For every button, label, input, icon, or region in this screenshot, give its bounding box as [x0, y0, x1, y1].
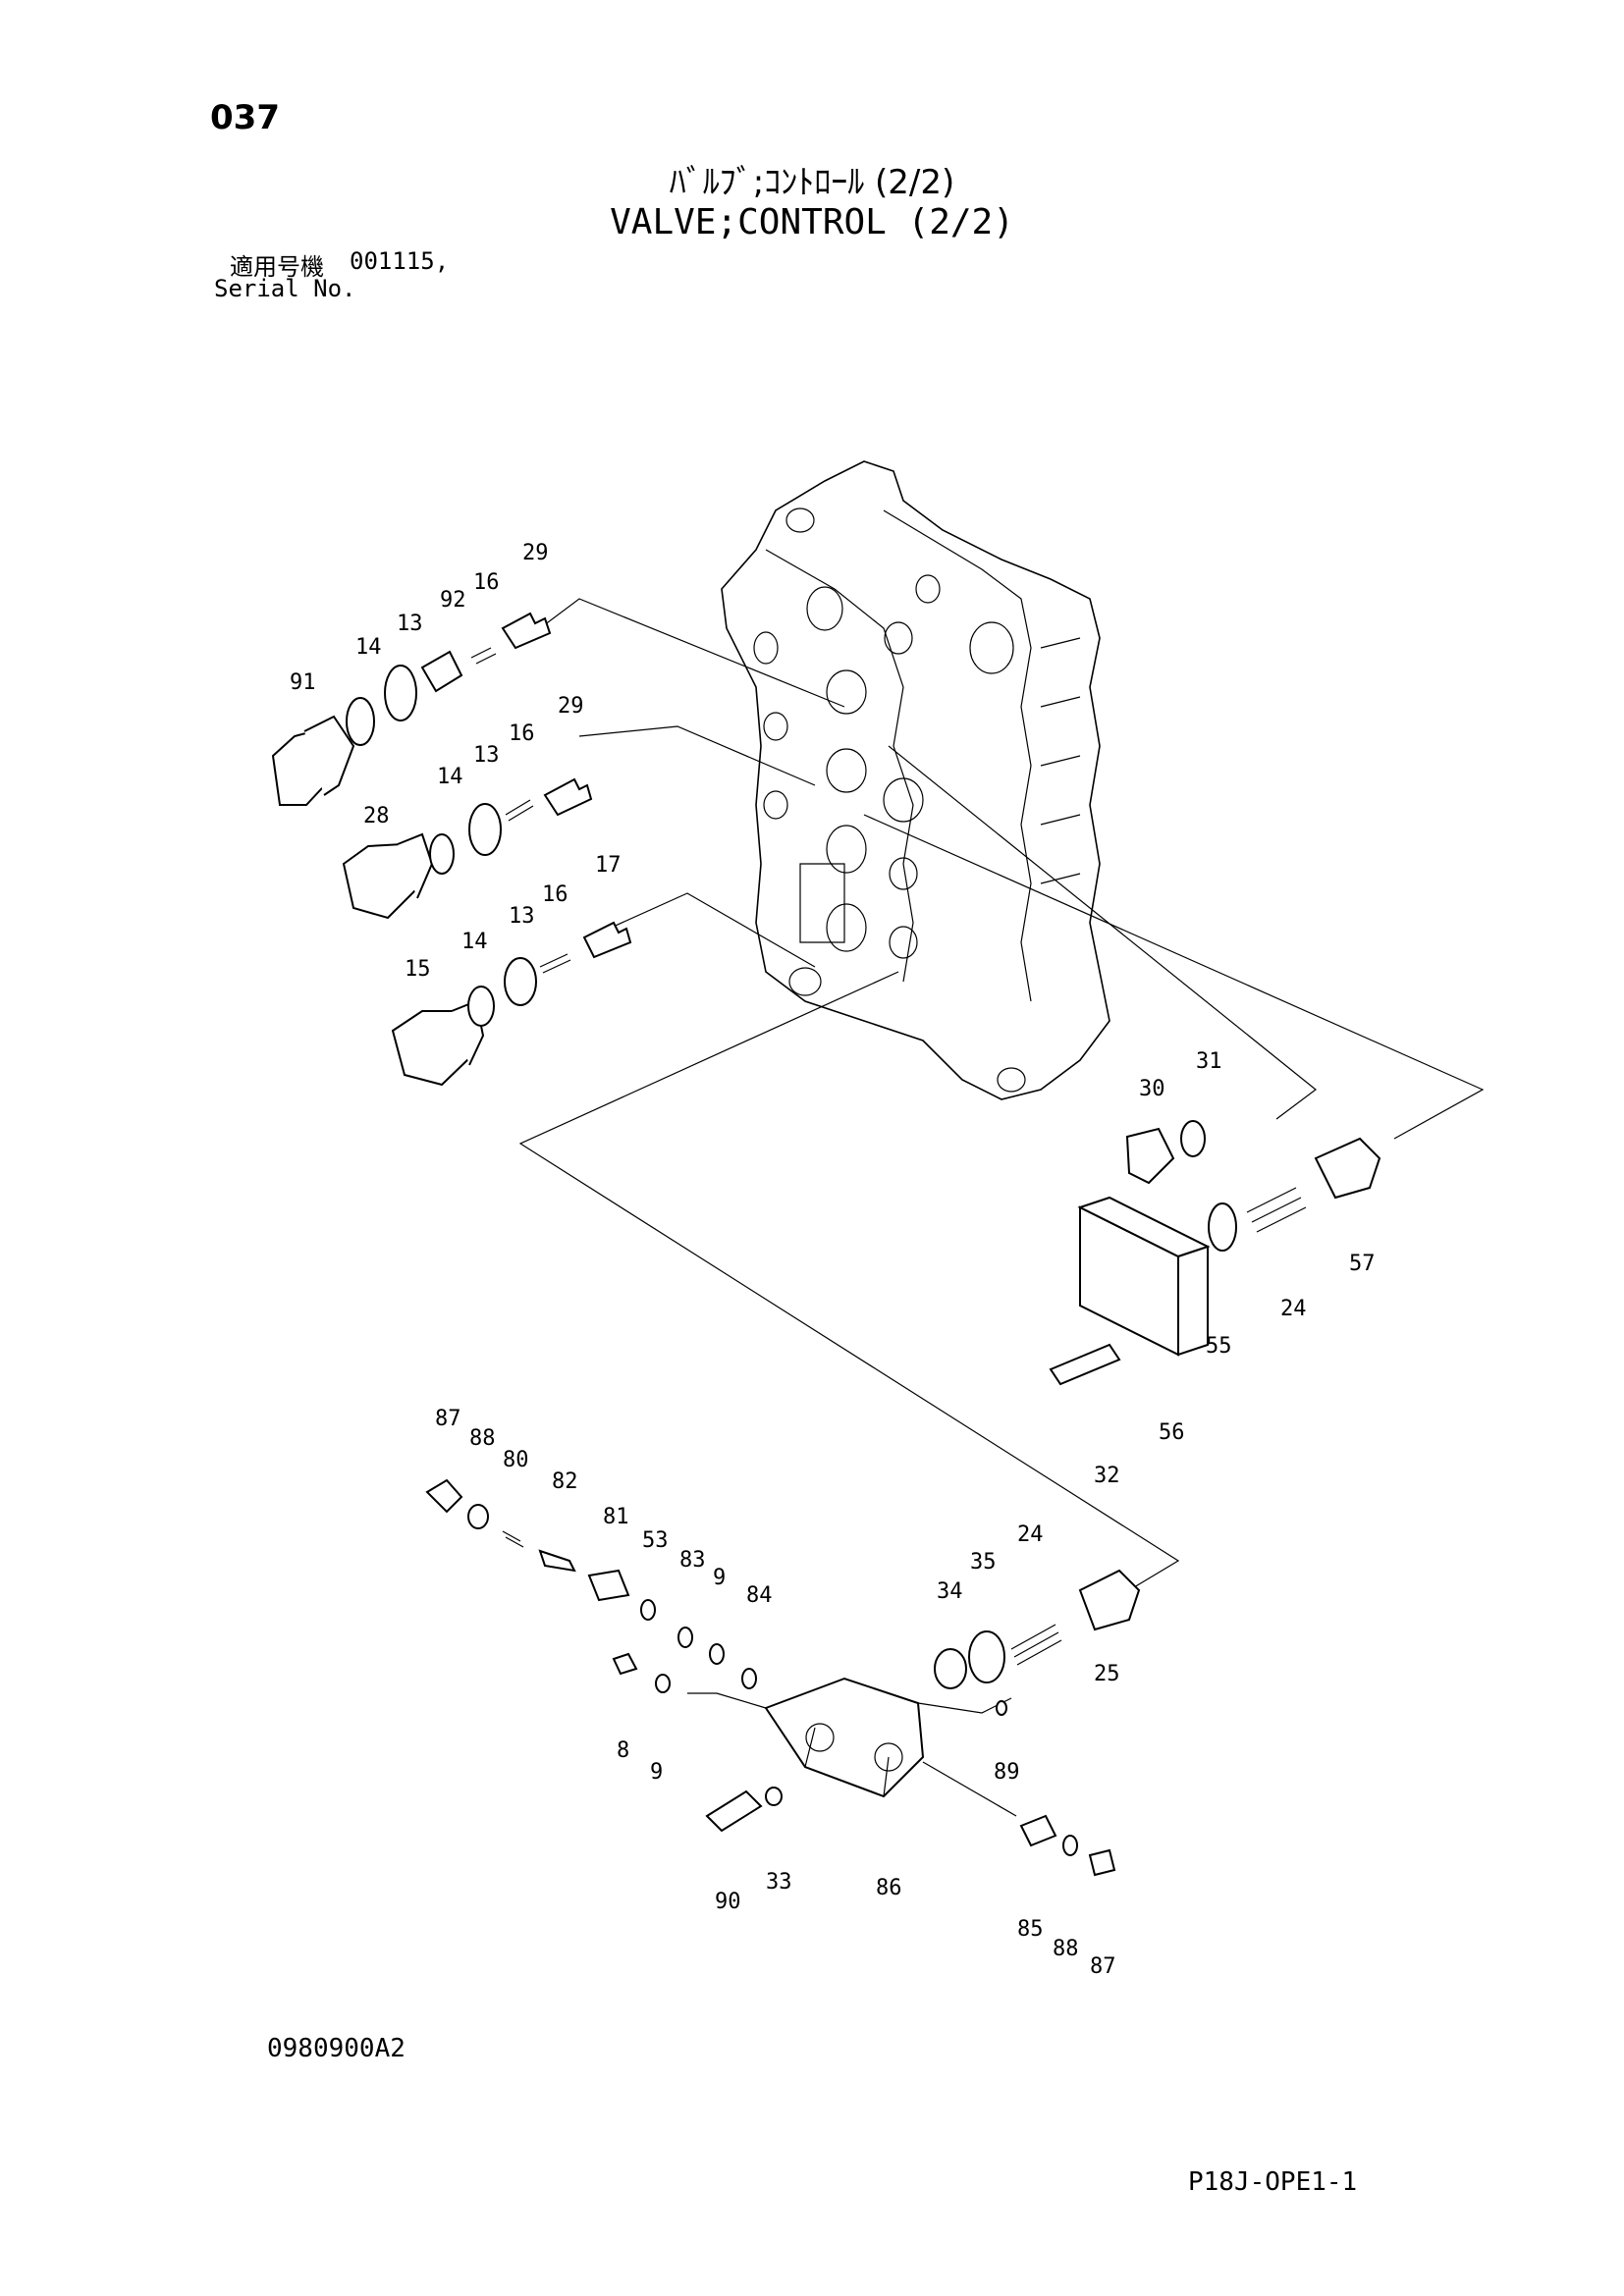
callout-81: 81	[603, 1505, 629, 1529]
callout-29: 29	[558, 694, 584, 719]
callout-16: 16	[542, 882, 568, 907]
serial-label-japanese: 適用号機	[230, 253, 324, 281]
callout-88: 88	[469, 1426, 496, 1451]
serial-label-english: Serial No.	[214, 275, 356, 302]
callout-90: 90	[715, 1890, 741, 1914]
callout-34: 34	[937, 1579, 963, 1604]
callout-86: 86	[876, 1876, 902, 1900]
callout-83: 83	[679, 1548, 706, 1573]
callout-56: 56	[1159, 1420, 1185, 1445]
page-number: 037	[210, 98, 280, 137]
callout-89: 89	[994, 1760, 1020, 1785]
callout-9: 9	[650, 1760, 663, 1785]
title-japanese: ﾊﾞﾙﾌﾞ;ｺﾝﾄﾛｰﾙ (2/2)	[669, 163, 955, 202]
callout-88: 88	[1053, 1937, 1079, 1961]
callout-13: 13	[397, 612, 423, 636]
drawing-code: 0980900A2	[267, 2034, 406, 2063]
callout-91: 91	[290, 670, 316, 695]
callout-17: 17	[595, 853, 622, 878]
callout-16: 16	[473, 570, 500, 595]
callout-24: 24	[1017, 1522, 1044, 1547]
callout-14: 14	[461, 930, 488, 954]
callout-24: 24	[1280, 1297, 1307, 1321]
callout-29: 29	[522, 541, 549, 565]
callout-33: 33	[766, 1870, 792, 1895]
callout-14: 14	[437, 765, 463, 789]
callout-55: 55	[1206, 1334, 1232, 1359]
callout-82: 82	[552, 1469, 578, 1494]
callout-87: 87	[1090, 1954, 1116, 1979]
callout-8: 8	[617, 1738, 629, 1763]
callout-13: 13	[509, 904, 535, 929]
callout-30: 30	[1139, 1077, 1165, 1101]
callout-87: 87	[435, 1407, 461, 1431]
callout-13: 13	[473, 743, 500, 768]
callout-35: 35	[970, 1550, 997, 1575]
serial-number-value: 001115,	[350, 247, 450, 275]
part-group-lower	[425, 1478, 1141, 1877]
callout-25: 25	[1094, 1662, 1120, 1686]
valve-body	[721, 460, 1110, 1100]
part-group-3	[391, 921, 632, 1087]
callout-31: 31	[1196, 1049, 1222, 1074]
callout-28: 28	[363, 804, 390, 828]
callout-16: 16	[509, 721, 535, 746]
callout-85: 85	[1017, 1917, 1044, 1942]
callout-15: 15	[405, 957, 431, 982]
part-group-1	[271, 612, 552, 806]
callout-32: 32	[1094, 1464, 1120, 1488]
callout-57: 57	[1349, 1252, 1376, 1276]
callout-80: 80	[503, 1448, 529, 1472]
callout-labels: 29 16 92 13 14 91 29 16 13 14 28 17 16 13 14 15 31 30 57 24…	[290, 541, 1376, 1979]
part-group-2	[342, 777, 593, 920]
callout-9: 9	[713, 1566, 726, 1590]
callout-14: 14	[355, 635, 382, 660]
callout-92: 92	[440, 588, 466, 613]
title-english: VALVE;CONTROL (2/2)	[610, 202, 1014, 242]
part-group-right	[1049, 1120, 1381, 1386]
callout-53: 53	[642, 1528, 669, 1553]
page-code: P18J-OPE1-1	[1188, 2167, 1358, 2197]
callout-84: 84	[746, 1583, 773, 1608]
